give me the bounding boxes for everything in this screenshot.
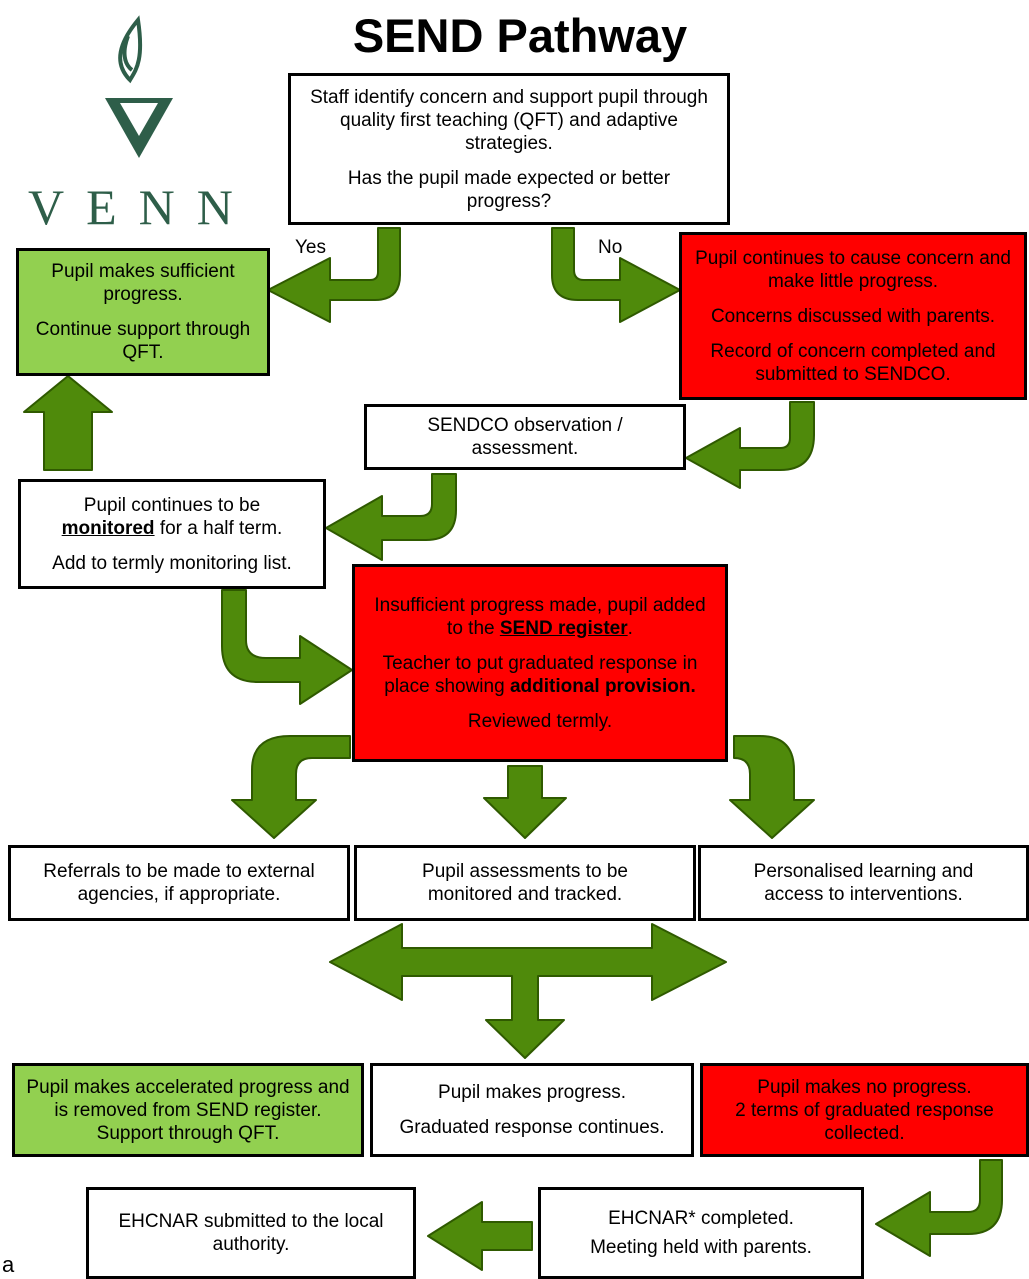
box-accelerated-progress: Pupil makes accelerated progress and is … [12, 1063, 364, 1157]
register-text-1: Insufficient progress made, pupil added … [374, 594, 706, 639]
box-ehcnar-submitted: EHCNAR submitted to the local authority. [86, 1187, 416, 1279]
up-arrow [23, 375, 113, 471]
box-no-progress: Pupil makes no progress. 2 terms of grad… [700, 1063, 1029, 1157]
box-personalised-learning: Personalised learning and access to inte… [698, 845, 1029, 921]
venn-logo: VENN [10, 8, 250, 235]
no-arrow [551, 227, 681, 323]
register-to-referrals-arrow [231, 735, 351, 839]
identify-text-2: Has the pupil made expected or better pr… [347, 167, 671, 212]
assessments-text: Pupil assessments to be monitored and tr… [422, 861, 628, 905]
yes-arrow [267, 227, 401, 323]
split-double-arrow [329, 923, 727, 1059]
no-label: No [598, 237, 623, 258]
yes-label: Yes [295, 237, 326, 258]
ehcnar-completed-text-2: Meeting held with parents. [590, 1237, 812, 1258]
sufficient-text-1: Pupil makes sufficient progress. [51, 261, 235, 305]
logo-wordmark: VENN [28, 179, 255, 235]
box-send-register: Insufficient progress made, pupil added … [352, 564, 728, 762]
concern-text-2: Concerns discussed with parents. [710, 305, 996, 327]
monitored-to-register-arrow [221, 589, 353, 705]
identify-text-1: Staff identify concern and support pupil… [310, 86, 708, 154]
noprogress-text-1: Pupil makes no progress. [757, 1076, 972, 1098]
box-pupil-progress: Pupil makes progress. Graduated response… [370, 1063, 694, 1157]
register-to-assessments-arrow [483, 765, 567, 839]
box-ehcnar-completed: EHCNAR* completed. Meeting held with par… [538, 1187, 864, 1279]
sufficient-text-2: Continue support through QFT. [35, 319, 251, 363]
noprogress-text-2: 2 terms of graduated response collected. [735, 1099, 994, 1144]
progress-text-1: Pupil makes progress. [438, 1082, 626, 1103]
box-sendco-observation: SENDCO observation / assessment. [364, 404, 686, 470]
stray-character: a [2, 1252, 15, 1277]
progress-text-2: Graduated response continues. [399, 1117, 665, 1138]
sendco-text: SENDCO observation / assessment. [427, 415, 623, 459]
concern-text-1: Pupil continues to cause concern and mak… [695, 247, 1011, 292]
monitored-text-2: Add to termly monitoring list. [52, 552, 292, 574]
concern-text-3: Record of concern completed and submitte… [710, 340, 996, 385]
page-title: SEND Pathway [352, 9, 688, 62]
referrals-text: Referrals to be made to external agencie… [43, 861, 315, 905]
register-to-personalised-arrow [729, 735, 815, 839]
noprogress-to-ehcnar-arrow [875, 1159, 1003, 1257]
box-sufficient-progress: Pupil makes sufficient progress. Continu… [16, 248, 270, 376]
register-text-3: Reviewed termly. [467, 710, 613, 732]
sendco-to-monitored-arrow [325, 473, 457, 561]
accelerated-text: Pupil makes accelerated progress and is … [26, 1076, 350, 1144]
box-identify-concern: Staff identify concern and support pupil… [288, 73, 730, 225]
box-pupil-assessments: Pupil assessments to be monitored and tr… [354, 845, 696, 921]
ehcnar-completed-text-1: EHCNAR* completed. [608, 1208, 794, 1229]
box-referrals: Referrals to be made to external agencie… [8, 845, 350, 921]
ehcnar-completed-to-submitted-arrow [427, 1201, 533, 1271]
register-text-2: Teacher to put graduated response in pla… [382, 652, 698, 697]
ehcnar-submitted-text: EHCNAR submitted to the local authority. [118, 1211, 384, 1255]
concern-to-sendco-arrow [685, 401, 815, 489]
box-continued-concern: Pupil continues to cause concern and mak… [679, 232, 1027, 400]
personalised-text: Personalised learning and access to inte… [753, 861, 974, 905]
